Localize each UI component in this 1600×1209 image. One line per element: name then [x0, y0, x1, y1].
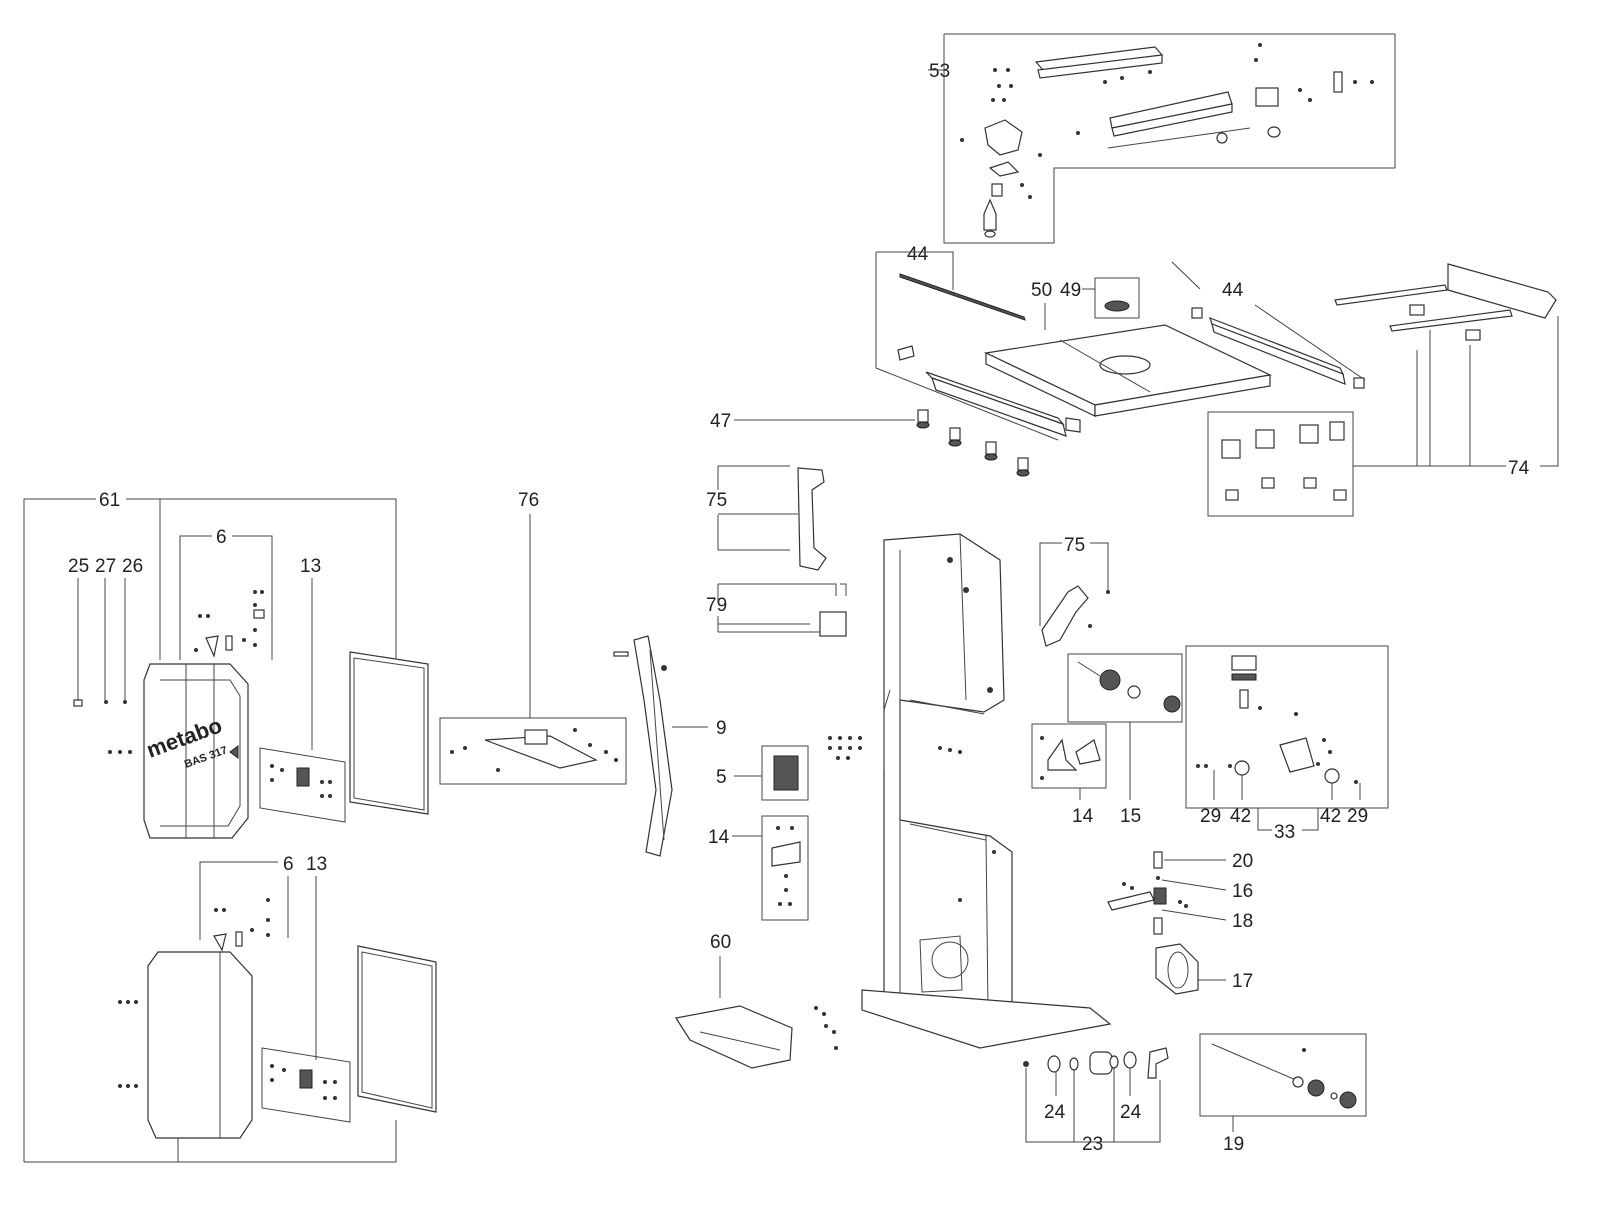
- label-44-left: 44: [907, 244, 929, 265]
- label-18: 18: [1232, 911, 1253, 932]
- label-23: 23: [1082, 1134, 1103, 1155]
- label-13-top: 13: [300, 556, 321, 577]
- label-42-left: 42: [1230, 806, 1251, 827]
- tension-rod-part: [1211, 1043, 1297, 1081]
- group-53-fence-assembly: 53: [928, 33, 1396, 244]
- group-23-24: 24 24 23: [1023, 1047, 1169, 1155]
- label-5: 5: [716, 767, 727, 788]
- group-15: 15: [1067, 653, 1183, 827]
- band-saw-frame: [828, 533, 1112, 1049]
- group-table: 44 50 49 44 47: [710, 244, 1366, 477]
- table-feet-part: [916, 409, 1030, 477]
- upper-wheel-cover-part: [143, 663, 249, 839]
- switch-part: [773, 755, 799, 791]
- group-9: 9: [613, 635, 727, 857]
- label-27: 27: [95, 556, 116, 577]
- label-9: 9: [716, 718, 727, 739]
- extension-rod-part: [1334, 284, 1448, 306]
- label-60: 60: [710, 932, 731, 953]
- group-75-right: 75: [1039, 535, 1110, 647]
- group-5-14-left: 5 14: [708, 745, 809, 921]
- knob-part: [983, 198, 997, 231]
- group-19: 19: [1199, 1033, 1367, 1155]
- label-74: 74: [1508, 458, 1530, 479]
- label-50: 50: [1031, 280, 1052, 301]
- label-6-bottom: 6: [283, 854, 294, 875]
- label-13-bottom: 13: [306, 854, 327, 875]
- label-17: 17: [1232, 971, 1253, 992]
- group-shaft: 20 16 18 17: [1107, 851, 1253, 995]
- guide-block-part: [1231, 655, 1257, 671]
- fence-clamp-part: [1255, 87, 1279, 107]
- bracket-plate-part: [771, 841, 801, 867]
- label-29-left: 29: [1200, 806, 1221, 827]
- group-60: 60: [675, 932, 838, 1069]
- guide-bearing-housing-part: [1279, 737, 1315, 773]
- table-insert-part: [1104, 300, 1130, 312]
- label-15: 15: [1120, 806, 1141, 827]
- label-14-left: 14: [708, 827, 730, 848]
- main-frame-part: [883, 533, 1013, 1019]
- rail-strip-part: [899, 273, 1026, 321]
- extension-bracket-parts: [1221, 421, 1347, 501]
- tension-wheel-part: [1307, 1079, 1325, 1097]
- lower-window-part: [357, 945, 437, 1113]
- extension-table-part: [1447, 263, 1557, 319]
- label-75-right: 75: [1064, 535, 1085, 556]
- label-76: 76: [518, 490, 539, 511]
- axle-part: [1107, 891, 1155, 911]
- lower-wheel-cover-part: [147, 951, 253, 1139]
- upper-guide-bracket-part: [797, 467, 827, 571]
- label-26: 26: [122, 556, 143, 577]
- guide-strip-part: [633, 635, 673, 857]
- label-16: 16: [1232, 881, 1253, 902]
- label-20: 20: [1232, 851, 1253, 872]
- shaft-stub-part: [1147, 1047, 1169, 1079]
- bearing-42-left: [1234, 760, 1250, 776]
- cover-lock-part: [296, 767, 310, 787]
- label-47: 47: [710, 411, 731, 432]
- label-25: 25: [68, 556, 89, 577]
- label-42-right: 42: [1320, 806, 1341, 827]
- label-53: 53: [929, 61, 950, 82]
- label-61: 61: [99, 490, 120, 511]
- group-14-right: 14: [1031, 723, 1107, 827]
- washer-24-left: [1047, 1055, 1061, 1073]
- label-44-right: 44: [1222, 280, 1244, 301]
- upper-window-part: [349, 651, 429, 815]
- bushing-part: [1089, 1051, 1113, 1075]
- lower-guide-bracket-part: [1041, 585, 1089, 647]
- group-76: 76: [439, 490, 627, 785]
- bearing-42-right: [1324, 768, 1340, 784]
- label-24-right: 24: [1120, 1102, 1142, 1123]
- base-plate-part: [861, 989, 1112, 1049]
- dust-tray-part: [675, 1005, 793, 1069]
- group-74-extension: 74: [1207, 263, 1559, 517]
- washer-24-right: [1123, 1051, 1137, 1069]
- label-24-left: 24: [1044, 1102, 1066, 1123]
- group-61-covers: 61 6 13 25 27 26 metabo BAS 317: [23, 490, 437, 1163]
- label-79: 79: [706, 595, 727, 616]
- label-33: 33: [1274, 822, 1295, 843]
- group-33: 29 42 42 29 33: [1185, 645, 1389, 843]
- label-6-top: 6: [216, 527, 227, 548]
- tension-knob-parts: [1077, 661, 1181, 713]
- label-14-right: 14: [1072, 806, 1094, 827]
- label-49: 49: [1060, 280, 1081, 301]
- wheel-hub-part: [1155, 943, 1199, 995]
- guide-bracket-part: [984, 119, 1023, 156]
- guide-plate-part: [819, 611, 847, 637]
- label-19: 19: [1223, 1134, 1244, 1155]
- label-29-right: 29: [1347, 806, 1368, 827]
- group-75-79-left: 75 79: [706, 465, 847, 637]
- blade-support-part: [1047, 738, 1078, 771]
- label-75-left: 75: [706, 490, 727, 511]
